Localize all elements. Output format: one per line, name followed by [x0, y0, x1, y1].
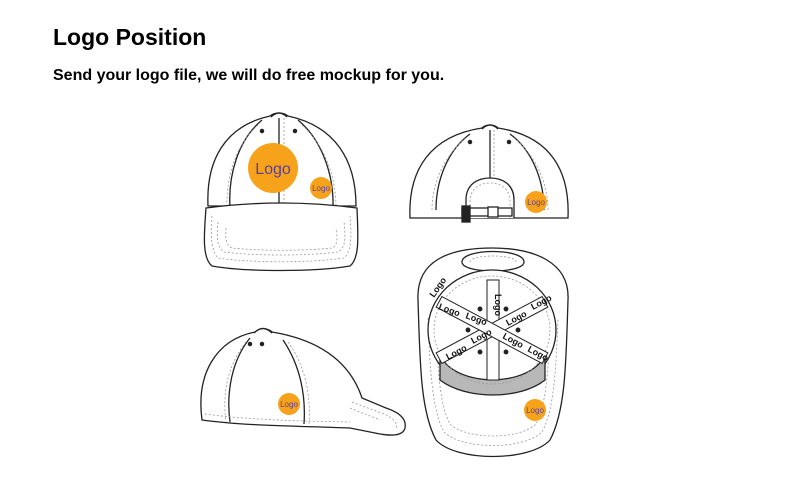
- tape-strip-falling: [435, 295, 549, 365]
- logo-underside-marker: [524, 399, 546, 421]
- logo-front-small-marker: [310, 177, 332, 199]
- strip-label-4: Logo: [493, 294, 503, 316]
- cap-front-view: [203, 112, 359, 272]
- page-title: Logo Position: [53, 24, 207, 50]
- logo-back-marker: [525, 191, 547, 213]
- logo-front-large-marker: [248, 143, 298, 193]
- logo-side-marker: [278, 393, 300, 415]
- logo-front-large-label: Logo: [255, 161, 291, 178]
- cap-side-view: [200, 327, 406, 436]
- page-subtitle: Send your logo file, we will do free moc…: [53, 67, 445, 84]
- logo-back-label: Logo: [527, 198, 545, 207]
- underside-tape-strips: [435, 279, 549, 381]
- logo-side-label: Logo: [280, 400, 298, 409]
- logo-front-small-label: Logo: [312, 184, 330, 193]
- logo-underside-label: Logo: [526, 406, 544, 415]
